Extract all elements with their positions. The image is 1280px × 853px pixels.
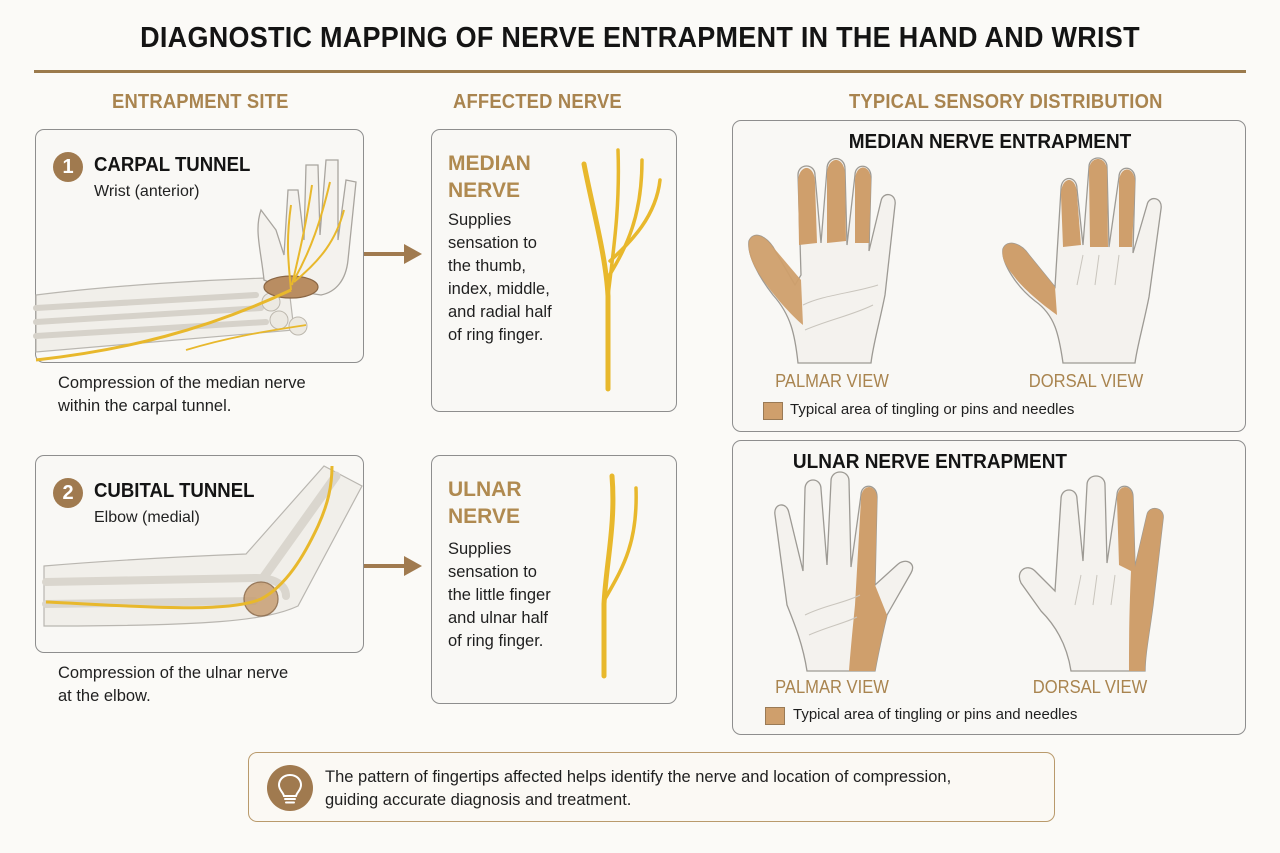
- lightbulb-icon: [267, 765, 313, 811]
- wrist-anatomy-illustration: [33, 159, 357, 362]
- nerve-description: Supplies sensation to the thumb, index, …: [448, 211, 552, 344]
- cubital-tunnel-site-card: 2 CUBITAL TUNNEL Elbow (medial): [35, 455, 364, 653]
- ulnar-nerve-illustration: [601, 473, 638, 679]
- site-subtitle: Elbow (medial): [94, 509, 200, 526]
- legend-text: Typical area of tingling or pins and nee…: [793, 706, 1078, 723]
- palmar-hand-median: [748, 157, 896, 364]
- ulnar-distribution-panel: ULNAR NERVE ENTRAPMENT PALMAR VIEW DORSA…: [732, 440, 1246, 735]
- nerve-description: Supplies sensation to the little finger …: [448, 540, 551, 650]
- column-heading-site: ENTRAPMENT SITE: [112, 91, 289, 113]
- panel-title: ULNAR NERVE ENTRAPMENT: [792, 451, 1068, 473]
- site-number-badge: 1: [53, 152, 83, 182]
- ulnar-nerve-card: ULNAR NERVE Supplies sensation to the li…: [431, 455, 677, 704]
- panel-title: MEDIAN NERVE ENTRAPMENT: [848, 131, 1132, 153]
- diagnostic-tip-text: The pattern of fingertips affected helps…: [325, 768, 952, 809]
- site-title: CUBITAL TUNNEL: [94, 480, 255, 502]
- site-caption: Compression of the ulnar nerve at the el…: [58, 664, 289, 705]
- diagnostic-tip-box: The pattern of fingertips affected helps…: [248, 752, 1055, 822]
- legend-swatch: [765, 707, 785, 725]
- page-title: DIAGNOSTIC MAPPING OF NERVE ENTRAPMENT I…: [140, 22, 1140, 54]
- carpal-tunnel-site-card: 1 CARPAL TUNNEL Wrist (anterior): [33, 129, 364, 363]
- legend-text: Typical area of tingling or pins and nee…: [790, 401, 1075, 418]
- column-heading-distribution: TYPICAL SENSORY DISTRIBUTION: [849, 91, 1163, 113]
- site-caption: Compression of the median nerve within t…: [58, 374, 306, 415]
- right-arrow-icon: [364, 244, 422, 264]
- palmar-view-label: PALMAR VIEW: [775, 677, 889, 697]
- right-arrow-icon: [364, 556, 422, 576]
- column-heading-nerve: AFFECTED NERVE: [453, 91, 622, 113]
- palmar-view-label: PALMAR VIEW: [775, 371, 889, 391]
- site-number-badge: 2: [53, 478, 83, 508]
- legend-swatch: [763, 402, 783, 420]
- median-distribution-panel: MEDIAN NERVE ENTRAPMENT PALMAR VIEW DORS…: [732, 120, 1246, 432]
- site-title: CARPAL TUNNEL: [94, 154, 251, 176]
- dorsal-view-label: DORSAL VIEW: [1028, 371, 1144, 391]
- elbow-anatomy-illustration: [42, 465, 363, 627]
- title-divider: [34, 70, 1246, 73]
- dorsal-hand-ulnar: [1018, 475, 1164, 672]
- median-nerve-card: MEDIAN NERVE Supplies sensation to the t…: [431, 129, 677, 412]
- dorsal-hand-median: [1002, 157, 1162, 364]
- site-subtitle: Wrist (anterior): [94, 183, 200, 200]
- dorsal-view-label: DORSAL VIEW: [1032, 677, 1148, 697]
- median-nerve-illustration: [581, 148, 662, 392]
- nerve-name: MEDIAN NERVE: [448, 152, 531, 202]
- palmar-hand-ulnar: [774, 471, 914, 672]
- nerve-name: ULNAR NERVE: [448, 478, 522, 528]
